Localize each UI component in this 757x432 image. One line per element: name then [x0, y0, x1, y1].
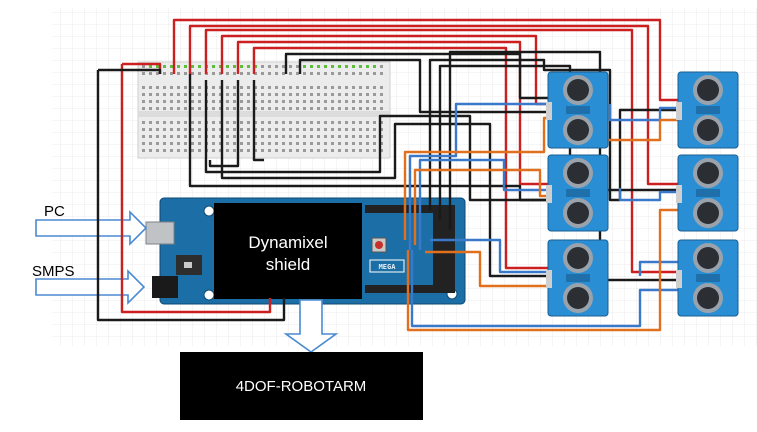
ultrasonic-sensor	[676, 154, 739, 232]
shield-label-line1: Dynamixel	[248, 233, 327, 252]
pc-arrow	[35, 210, 148, 246]
ultrasonic-sensor	[676, 71, 739, 149]
ultrasonic-sensor	[676, 239, 739, 317]
pc-label: PC	[44, 203, 65, 220]
smps-arrow	[35, 269, 146, 305]
sensor-group	[546, 71, 739, 317]
output-arrow	[283, 299, 339, 353]
usb-port	[145, 221, 175, 245]
board-label: MEGA	[379, 263, 397, 271]
smps-label: SMPS	[32, 263, 75, 280]
robotarm-box	[180, 352, 423, 420]
shield-label-line2: shield	[266, 255, 310, 274]
power-jack	[152, 276, 178, 298]
ultrasonic-sensor	[546, 154, 609, 232]
wires	[96, 18, 680, 332]
reset-button	[375, 241, 383, 249]
breadboard	[137, 61, 391, 159]
ultrasonic-sensor	[546, 71, 609, 149]
dynamixel-shield: Dynamixel shield	[214, 203, 362, 299]
ultrasonic-sensor	[546, 239, 609, 317]
robotarm-label: 4DOF-ROBOTARM	[236, 378, 367, 395]
